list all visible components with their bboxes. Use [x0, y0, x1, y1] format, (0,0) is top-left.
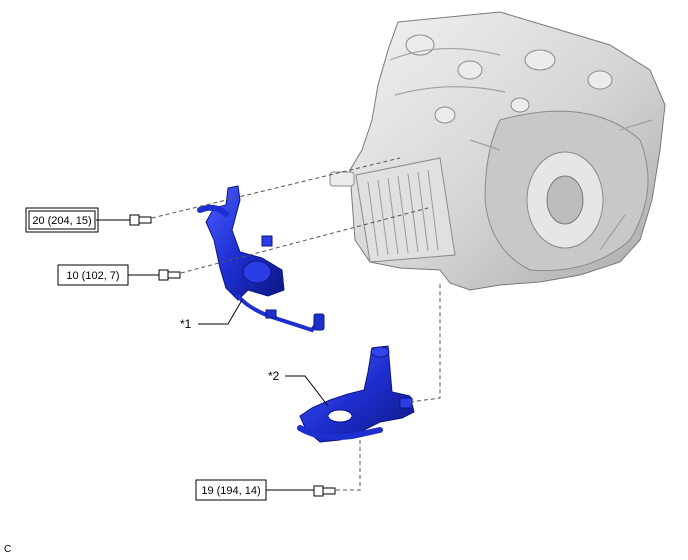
- callout-part-2: *2: [268, 369, 280, 383]
- oil-cooler-tube-bracket-part-2: [297, 345, 415, 443]
- leader-lines: [96, 219, 329, 491]
- bolt-middle: [158, 269, 181, 281]
- bolt-lower: [313, 485, 336, 497]
- alignment-lines: [151, 157, 441, 491]
- torque-value-lower: 19 (194, 14): [201, 485, 260, 497]
- callout-part-1: *1: [180, 317, 192, 331]
- torque-label-middle: 10 (102, 7): [57, 264, 129, 286]
- torque-value-upper: 20 (204, 15): [32, 215, 91, 227]
- torque-value-middle: 10 (102, 7): [66, 270, 119, 282]
- torque-label-lower: 19 (194, 14): [195, 479, 267, 501]
- torque-label-upper: 20 (204, 15): [25, 207, 99, 233]
- illustration-code: C: [4, 544, 11, 555]
- oil-cooler-tube-bracket-part-1: [197, 185, 325, 333]
- transaxle-housing: [329, 11, 666, 291]
- bolt-upper: [129, 214, 152, 226]
